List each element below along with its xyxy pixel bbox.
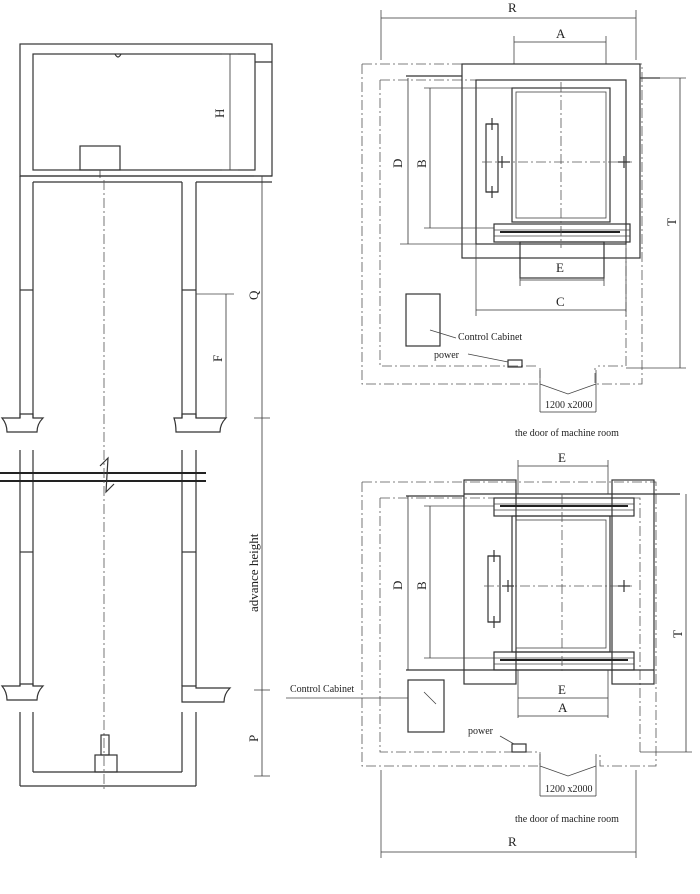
machine-room [19,43,273,178]
bottom-car [511,515,611,653]
advance-height-label: advance height [246,533,261,612]
bottom-counterweight [487,555,501,623]
traction-machine [79,145,121,171]
bottom-dim-e-bottom-label: E [558,682,566,697]
top-door-size-label: 1200 x2000 [545,400,593,411]
bottom-control-cabinet [407,679,445,733]
bottom-plan: E [286,450,692,858]
top-dim-e-label: E [556,260,564,275]
bottom-dim-r-label: R [508,834,517,849]
dim-h-label: H [212,109,227,118]
dim-p-label: P [246,735,261,742]
top-dim-d-label: D [390,159,405,168]
bottom-dim-e-top-label: E [558,450,566,465]
top-plan: R A [361,0,686,439]
top-control-cabinet-label: Control Cabinet [458,332,522,343]
bottom-dim-t-label: T [670,630,685,638]
bottom-dim-a-label: A [558,700,568,715]
dim-f-label: F [210,355,225,362]
bottom-dim-d-label: D [390,581,405,590]
dim-q-label: Q [246,290,261,300]
top-counterweight [485,123,499,193]
top-dim-b-label: B [414,159,429,168]
top-dim-a-label: A [556,26,566,41]
top-dim-t-label: T [664,218,679,226]
bottom-door-caption: the door of machine room [515,814,619,825]
bottom-control-cabinet-label: Control Cabinet [290,684,354,695]
top-power-label: power [434,350,460,361]
bottom-power-box [511,743,527,753]
top-dim-r-label: R [508,0,517,15]
top-dim-c-label: C [556,294,565,309]
top-control-cabinet [405,293,441,347]
top-door-caption: the door of machine room [515,428,619,439]
bottom-dim-b-label: B [414,581,429,590]
bottom-power-label: power [468,726,494,737]
top-power-box [507,359,523,368]
bottom-door-size-label: 1200 x2000 [545,784,593,795]
shaft-elevation: H [0,43,273,790]
pit-buffer [94,754,118,773]
